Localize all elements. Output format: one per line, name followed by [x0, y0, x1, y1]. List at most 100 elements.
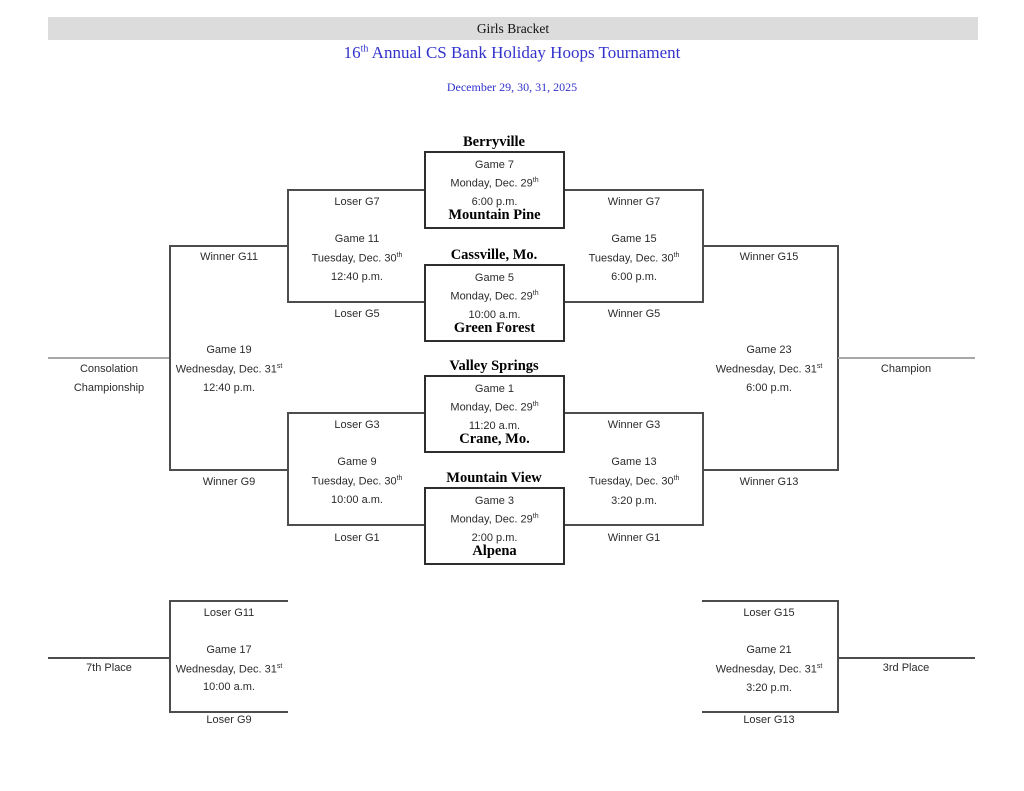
game21-label: Game 21 — [746, 644, 792, 656]
line-g19-vertical — [169, 245, 171, 471]
game3-day: Monday, Dec. 29th — [450, 513, 539, 526]
game11-label: Game 11 — [334, 233, 380, 245]
game1-box: Game 1 Monday, Dec. 29th 11:20 a.m. Cran… — [424, 375, 565, 453]
game23-time: 6:00 p.m. — [746, 382, 792, 394]
game9-label: Game 9 — [337, 456, 377, 468]
line-g7-left — [288, 189, 425, 191]
game1-label: Game 1 — [474, 383, 515, 395]
tournament-dates: December 29, 30, 31, 2025 — [446, 80, 578, 94]
game17-bottom-slot: Loser G9 — [206, 714, 252, 726]
champion-label: Champion — [880, 363, 932, 375]
line-winner-g13 — [702, 469, 838, 471]
team-green-forest: Green Forest — [453, 320, 536, 336]
title-rest: Annual CS Bank Holiday Hoops Tournament — [368, 43, 681, 62]
line-7th-terminal — [48, 657, 169, 659]
line-g17-vertical — [169, 600, 171, 713]
game21-time: 3:20 p.m. — [746, 682, 792, 694]
line-winner-g9 — [170, 469, 288, 471]
game5-time: 10:00 a.m. — [468, 309, 521, 321]
game5-box: Game 5 Monday, Dec. 29th 10:00 a.m. Gree… — [424, 264, 565, 342]
game21-top-slot: Loser G15 — [743, 607, 795, 619]
team-berryville: Berryville — [462, 134, 526, 150]
winner-g9-label: Winner G9 — [202, 476, 256, 488]
game13-bottom-slot: Winner G1 — [607, 532, 661, 544]
line-g21-vertical — [837, 600, 839, 713]
line-g21-bottom — [702, 711, 838, 713]
team-crane: Crane, Mo. — [459, 431, 530, 447]
game19-time: 12:40 p.m. — [203, 382, 255, 394]
team-mountain-view: Mountain View — [446, 470, 542, 486]
third-place-label: 3rd Place — [882, 662, 930, 674]
line-g3-left — [288, 524, 425, 526]
line-g21-top — [702, 600, 838, 602]
consolation-label-line2: Championship — [73, 382, 145, 394]
game11-time: 12:40 p.m. — [331, 271, 383, 283]
seventh-place-label: 7th Place — [86, 662, 132, 674]
line-g1-right — [563, 412, 703, 414]
team-cassville: Cassville, Mo. — [450, 247, 538, 263]
line-g3-right — [563, 524, 703, 526]
game13-day: Tuesday, Dec. 30th — [588, 475, 680, 488]
line-g5-left — [288, 301, 425, 303]
game5-label: Game 5 — [474, 272, 515, 284]
game1-time: 11:20 a.m. — [468, 420, 521, 432]
game3-box: Game 3 Monday, Dec. 29th 2:00 p.m. Alpen… — [424, 487, 565, 565]
game17-time: 10:00 a.m. — [203, 681, 255, 693]
game9-top-slot: Loser G3 — [334, 419, 380, 431]
line-g17-top — [170, 600, 288, 602]
game15-time: 6:00 p.m. — [611, 271, 657, 283]
team-alpena: Alpena — [472, 543, 517, 559]
game15-day: Tuesday, Dec. 30th — [588, 252, 680, 265]
line-champion-terminal — [838, 357, 975, 359]
line-g1-left — [288, 412, 425, 414]
game9-time: 10:00 a.m. — [331, 494, 383, 506]
game1-day: Monday, Dec. 29th — [450, 401, 539, 414]
line-g17-bottom — [170, 711, 288, 713]
line-g11-vertical — [287, 189, 289, 303]
game17-day: Wednesday, Dec. 31st — [175, 663, 283, 676]
game19-label: Game 19 — [206, 344, 252, 356]
game7-box: Game 7 Monday, Dec. 29th 6:00 p.m. Mount… — [424, 151, 565, 229]
line-g5-right — [563, 301, 703, 303]
game17-label: Game 17 — [206, 644, 252, 656]
game21-bottom-slot: Loser G13 — [743, 714, 795, 726]
team-valley-springs: Valley Springs — [449, 358, 539, 374]
winner-g11-label: Winner G11 — [200, 251, 258, 263]
game15-bottom-slot: Winner G5 — [607, 308, 661, 320]
game23-day: Wednesday, Dec. 31st — [715, 363, 823, 376]
game5-day: Monday, Dec. 29th — [450, 290, 539, 303]
line-winner-g11 — [170, 245, 288, 247]
game9-day: Tuesday, Dec. 30th — [311, 475, 403, 488]
consolation-label-line1: Consolation — [79, 363, 139, 375]
game7-time: 6:00 p.m. — [471, 196, 518, 208]
winner-g13-label: Winner G13 — [739, 476, 799, 488]
game3-label: Game 3 — [474, 495, 515, 507]
game17-top-slot: Loser G11 — [203, 607, 255, 619]
game7-day: Monday, Dec. 29th — [450, 177, 539, 190]
game3-time: 2:00 p.m. — [471, 532, 518, 544]
game7-label: Game 7 — [474, 159, 515, 171]
game23-label: Game 23 — [746, 344, 792, 356]
title-ordinal: th — [360, 43, 369, 55]
game15-top-slot: Winner G7 — [607, 196, 661, 208]
bracket-header-bar: Girls Bracket — [48, 17, 978, 40]
game13-label: Game 13 — [611, 456, 657, 468]
game11-bottom-slot: Loser G5 — [334, 308, 380, 320]
game13-top-slot: Winner G3 — [607, 419, 661, 431]
game19-day: Wednesday, Dec. 31st — [175, 363, 283, 376]
game11-day: Tuesday, Dec. 30th — [311, 252, 403, 265]
line-consolation-terminal — [48, 357, 169, 359]
game15-label: Game 15 — [611, 233, 657, 245]
winner-g15-label: Winner G15 — [739, 251, 799, 263]
line-winner-g15 — [702, 245, 838, 247]
tournament-title: 16th Annual CS Bank Holiday Hoops Tourna… — [0, 43, 1024, 63]
line-3rd-terminal — [838, 657, 975, 659]
team-mountain-pine: Mountain Pine — [448, 207, 541, 223]
game21-day: Wednesday, Dec. 31st — [715, 663, 823, 676]
game11-top-slot: Loser G7 — [334, 196, 380, 208]
game9-bottom-slot: Loser G1 — [334, 532, 380, 544]
title-number: 16 — [343, 43, 361, 62]
line-g7-right — [563, 189, 703, 191]
line-g9-vertical — [287, 412, 289, 526]
